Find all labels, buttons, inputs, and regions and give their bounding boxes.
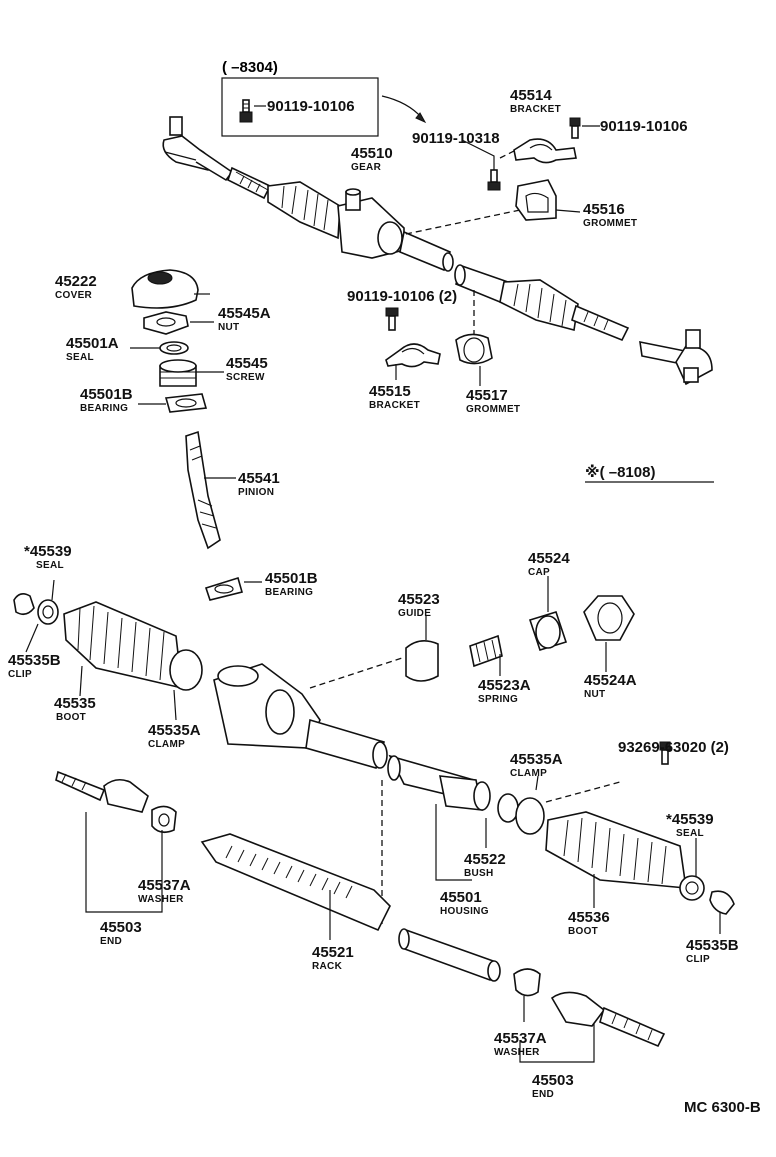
label-45222-name: COVER [55,290,93,301]
label-45537A-right-num: 45537A [494,1030,547,1047]
label-45517-num: 45517 [466,387,508,404]
label-45523-name: GUIDE [398,608,431,619]
label-45521-num: 45521 [312,944,354,961]
label-45501A-num: 45501A [66,335,119,352]
label-45545A-num: 45545A [218,305,271,322]
label-45522-num: 45522 [464,851,506,868]
label-45535-name: BOOT [56,712,86,723]
bolt-label-pair: 90119-10106 (2) [347,288,457,305]
label-45535A-right-num: 45535A [510,751,563,768]
diagram-code: MC 6300-B [684,1099,761,1116]
boxed-bolt-icon [239,99,253,123]
label-45510-num: 45510 [351,145,393,162]
date-range-box: ( –8304) 90119-10106 [221,59,427,137]
label-45535B-right-num: 45535B [686,937,739,954]
label-45510-name: GEAR [351,162,382,173]
right-boot-drawing [545,811,687,889]
upper-bracket-group [461,117,600,221]
right-tie-rod-drawing [550,991,606,1027]
gear-housing-upper [337,188,454,272]
label-45501B-upper-name: BEARING [80,403,128,414]
label-45524-num: 45524 [528,550,570,567]
label-45535-num: 45535 [54,695,96,712]
label-45535A-left-num: 45535A [148,722,201,739]
label-45536-name: BOOT [568,926,598,937]
right-clip-drawing [709,890,735,915]
label-45516-name: GROMMET [583,218,637,229]
label-45535B-left-name: CLIP [8,669,32,680]
lower-bracket-group [385,290,493,386]
left-tie-rod-end [162,116,272,200]
right-tube-upper [454,264,510,304]
left-boot-upper [267,181,341,240]
label-45539-left-num: *45539 [24,543,72,560]
label-45501B-lower-name: BEARING [265,587,313,598]
star-note: ※( –8108) [585,463,655,481]
label-45537A-right-name: WASHER [494,1047,540,1058]
right-boot-upper [499,279,579,331]
label-45541-name: PINION [238,487,274,498]
label-45535B-left-num: 45535B [8,652,61,669]
label-45535A-right-name: CLAMP [510,768,547,779]
label-45222-num: 45222 [55,273,97,290]
label-45535A-left-name: CLAMP [148,739,185,750]
label-45541-num: 45541 [238,470,280,487]
label-45503-left-name: END [100,936,122,947]
label-45535B-right-name: CLIP [686,954,710,965]
label-45539-right-name: SEAL [676,828,704,839]
pinion-stack-drawing [130,269,236,550]
left-tie-rod-drawing [55,770,106,802]
label-45536-num: 45536 [568,909,610,926]
label-45539-right-num: *45539 [666,811,714,828]
label-45501-num: 45501 [440,889,482,906]
label-45523A-name: SPRING [478,694,518,705]
label-45516-num: 45516 [583,201,625,218]
rack-drawing [200,833,391,932]
label-45503-right-name: END [532,1089,554,1100]
label-45524-name: CAP [528,567,550,578]
right-tie-rod-end [571,304,713,386]
left-washer-drawing [151,805,177,834]
label-45545-num: 45545 [226,355,268,372]
gear-assembly-drawing [162,116,713,386]
label-45501B-lower-num: 45501B [265,570,318,587]
label-45539-left-name: SEAL [36,560,64,571]
right-washer-drawing [513,968,541,997]
label-45524A-name: NUT [584,689,605,700]
label-45517-name: GROMMET [466,404,520,415]
lower-bearing-drawing [204,576,243,601]
guide-drawing [405,640,439,682]
label-45515-num: 45515 [369,383,411,400]
label-45521-name: RACK [312,961,343,972]
label-45523-num: 45523 [398,591,440,608]
label-45515-name: BRACKET [369,400,420,411]
label-45523A-num: 45523A [478,677,531,694]
label-45545-name: SCREW [226,372,265,383]
label-45524A-num: 45524A [584,672,637,689]
lower-assembly-drawing [13,576,735,1063]
bolt-label-boxed: 90119-10106 [267,98,355,115]
left-clip-drawing [13,592,35,616]
label-45501-name: HOUSING [440,906,489,917]
label-45501B-upper-num: 45501B [80,386,133,403]
label-45537A-left-name: WASHER [138,894,184,905]
range-note: ( –8304) [222,59,278,76]
nut-drawing [583,595,635,641]
label-45522-name: BUSH [464,868,494,879]
label-45514-name: BRACKET [510,104,561,115]
label-45501A-name: SEAL [66,352,94,363]
label-45537A-left-num: 45537A [138,877,191,894]
bolt-label-upper: 90119-10106 [600,118,688,135]
label-45503-right-num: 45503 [532,1072,574,1089]
label-45503-left-num: 45503 [100,919,142,936]
label-45545A-name: NUT [218,322,239,333]
label-45514-num: 45514 [510,87,552,104]
labels: 90119-10106 90119-10318 90119-10106 (2) … [8,87,761,1116]
bolt-label-93269: 93269-63020 (2) [618,739,729,756]
bolt-label-10318: 90119-10318 [412,130,500,147]
